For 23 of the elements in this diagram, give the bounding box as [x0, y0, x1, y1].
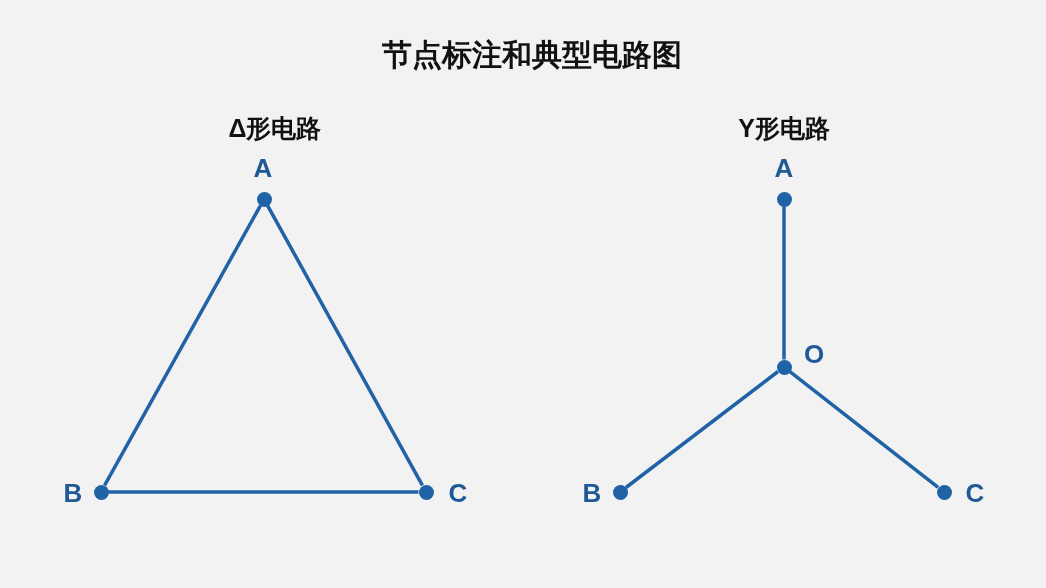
junction-dot: [936, 484, 952, 500]
wire: [103, 204, 262, 487]
junction-dot: [776, 359, 792, 375]
junction-dot: [256, 191, 272, 207]
node-label: O: [803, 338, 825, 370]
node-label: B: [582, 477, 602, 509]
junction-dot: [93, 484, 109, 500]
junction-dot: [418, 484, 434, 500]
node-label: A: [253, 152, 273, 184]
circuit-heading: Δ形电路: [228, 112, 322, 144]
circuit-heading: Y形电路: [738, 112, 830, 144]
junction-dot: [776, 191, 792, 207]
node-label: A: [774, 152, 794, 184]
wire: [788, 370, 940, 489]
diagram-title: 节点标注和典型电路图: [382, 36, 682, 73]
node-label: C: [448, 477, 468, 509]
junction-dot: [612, 484, 628, 500]
wire: [624, 370, 780, 489]
node-label: B: [63, 477, 83, 509]
wire: [266, 204, 424, 487]
wire: [782, 206, 786, 360]
node-label: C: [965, 477, 985, 509]
wire: [108, 490, 419, 494]
